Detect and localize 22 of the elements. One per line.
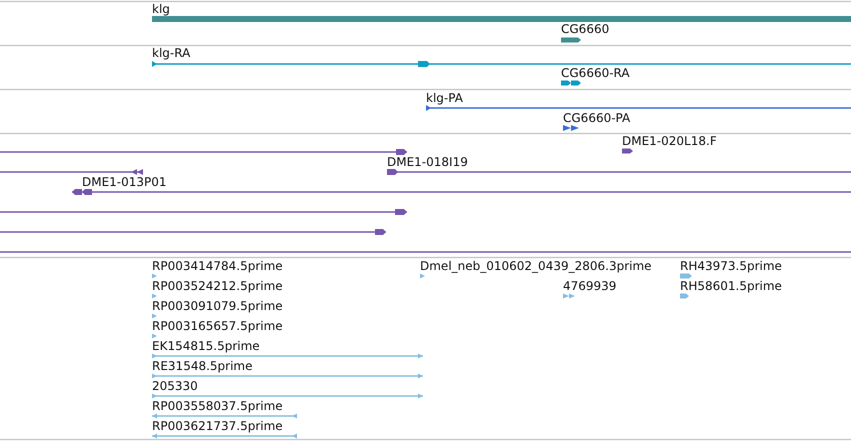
feature-label: CG6660	[561, 23, 610, 35]
feature-label: RP003091079.5prime	[152, 300, 283, 312]
feature-label: RH58601.5prime	[680, 280, 782, 292]
feature-label: klg-RA	[152, 47, 190, 59]
feature-label: 4769939	[563, 280, 616, 292]
feature-label: klg-PA	[426, 92, 463, 104]
feature-label: EK154815.5prime	[152, 340, 260, 352]
feature-label: RP003524212.5prime	[152, 280, 283, 292]
feature-label: RP003558037.5prime	[152, 400, 283, 412]
feature-label: CG6660-RA	[561, 67, 630, 79]
feature-label: klg	[152, 3, 170, 15]
feature-label: RP003621737.5prime	[152, 420, 283, 432]
feature-label: CG6660-PA	[563, 112, 630, 124]
feature-label: RP003414784.5prime	[152, 260, 283, 272]
feature-label: 205330	[152, 380, 198, 392]
feature-label: RH43973.5prime	[680, 260, 782, 272]
feature-label: Dmel_neb_010602_0439_2806.3prime	[420, 260, 652, 272]
feature-label: RE31548.5prime	[152, 360, 252, 372]
feature-label: DME1-018I19	[387, 156, 468, 168]
feature-label: DME1-013P01	[82, 176, 167, 188]
feature-label: RP003165657.5prime	[152, 320, 283, 332]
feature-label: DME1-020L18.F	[622, 135, 717, 147]
